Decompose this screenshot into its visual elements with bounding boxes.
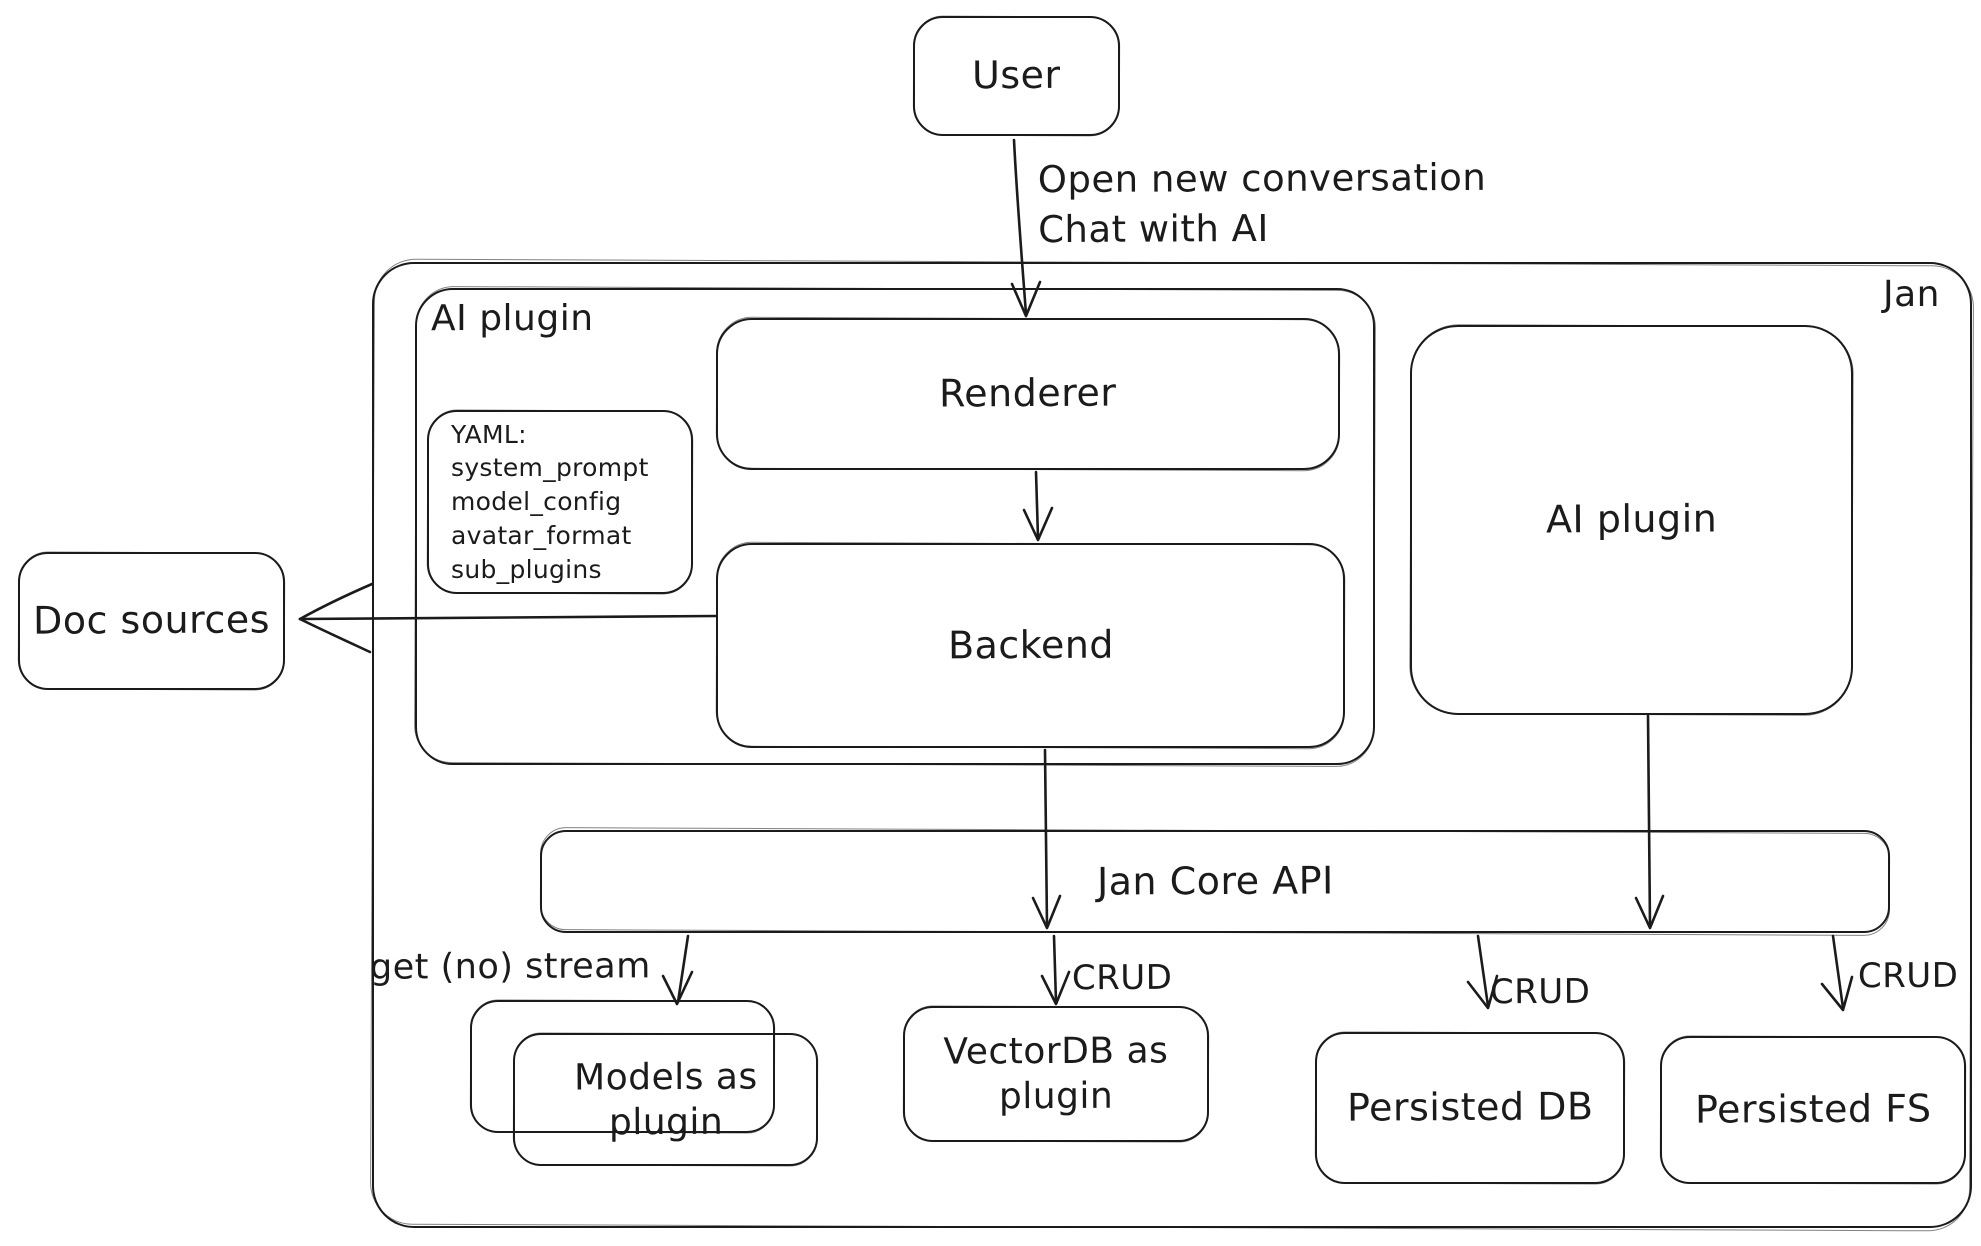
persisted-fs-node-label: Persisted FS	[1694, 1086, 1932, 1132]
user-node: User	[913, 16, 1120, 136]
models-plugin-node: Models as plugin	[513, 1033, 818, 1166]
ai-plugin-group-label: AI plugin	[431, 298, 594, 339]
edge-label-get-no-stream: get (no) stream	[369, 946, 651, 988]
models-plugin-node-label: Models as plugin	[573, 1056, 758, 1143]
edge-label-user-to-renderer: Open new conversation Chat with AI	[1037, 155, 1487, 252]
vectordb-plugin-node-label: VectorDB as plugin	[943, 1030, 1169, 1118]
renderer-node: Renderer	[716, 318, 1340, 470]
jan-container-label: Jan	[1883, 274, 1940, 315]
vectordb-plugin-node: VectorDB as plugin	[903, 1006, 1209, 1142]
renderer-node-label: Renderer	[939, 370, 1117, 416]
edge-label-crud-persisted-fs: CRUD	[1857, 955, 1959, 997]
yaml-note-text: YAML: system_prompt model_config avatar_…	[451, 419, 649, 584]
persisted-fs-node: Persisted FS	[1660, 1036, 1966, 1184]
backend-node-label: Backend	[947, 622, 1114, 668]
persisted-db-node: Persisted DB	[1315, 1032, 1625, 1184]
ai-plugin-right-node: AI plugin	[1410, 325, 1853, 715]
doc-sources-node: Doc sources	[18, 552, 285, 690]
jan-core-api-node: Jan Core API	[540, 830, 1890, 933]
doc-sources-node-label: Doc sources	[32, 597, 271, 643]
edge-label-crud-persisted-db: CRUD	[1489, 971, 1591, 1013]
user-node-label: User	[972, 53, 1061, 98]
jan-core-api-node-label: Jan Core API	[1096, 858, 1334, 904]
ai-plugin-right-node-label: AI plugin	[1545, 496, 1718, 542]
edge-label-crud-vectordb: CRUD	[1071, 957, 1173, 999]
backend-node: Backend	[716, 543, 1345, 748]
persisted-db-node-label: Persisted DB	[1346, 1084, 1594, 1130]
yaml-note: YAML: system_prompt model_config avatar_…	[427, 410, 693, 594]
